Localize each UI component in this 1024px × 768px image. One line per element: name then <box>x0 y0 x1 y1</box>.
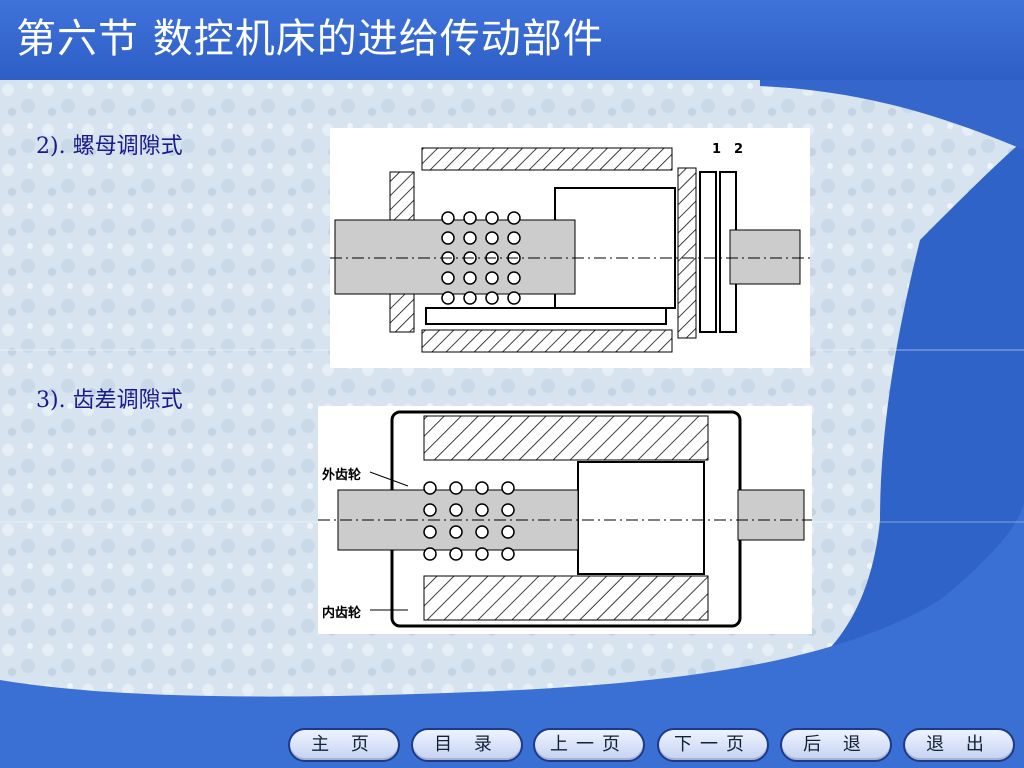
contents-button[interactable]: 目 录 <box>411 728 523 762</box>
nav-bar: 主 页 目 录 上一页 下一页 后 退 退 出 <box>0 728 1024 762</box>
diagram-gear-diff: 外齿轮 内齿轮 <box>318 406 812 634</box>
diagram-label-outer-gear: 外齿轮 <box>322 468 362 483</box>
section-heading-nut-adjust: 2). 螺母调隙式 <box>36 134 183 159</box>
diagram-nut-adjust: 1 2 <box>330 128 810 368</box>
diagram-gear-diff-drawing <box>318 410 812 628</box>
diagram-nut-adjust-drawing <box>330 147 810 353</box>
title-bar: 第六节 数控机床的进给传动部件 <box>0 0 1024 80</box>
next-page-button[interactable]: 下一页 <box>657 728 769 762</box>
back-button[interactable]: 后 退 <box>780 728 892 762</box>
diagram-label-part-1: 1 <box>712 142 722 157</box>
previous-page-button[interactable]: 上一页 <box>533 728 645 762</box>
diagram-label-inner-gear: 内齿轮 <box>322 606 362 621</box>
section-heading-gear-diff: 3). 齿差调隙式 <box>36 388 183 413</box>
slide-title: 第六节 数控机床的进给传动部件 <box>16 16 604 62</box>
exit-button[interactable]: 退 出 <box>903 728 1015 762</box>
home-button[interactable]: 主 页 <box>288 728 400 762</box>
diagram-label-part-2: 2 <box>734 142 744 157</box>
